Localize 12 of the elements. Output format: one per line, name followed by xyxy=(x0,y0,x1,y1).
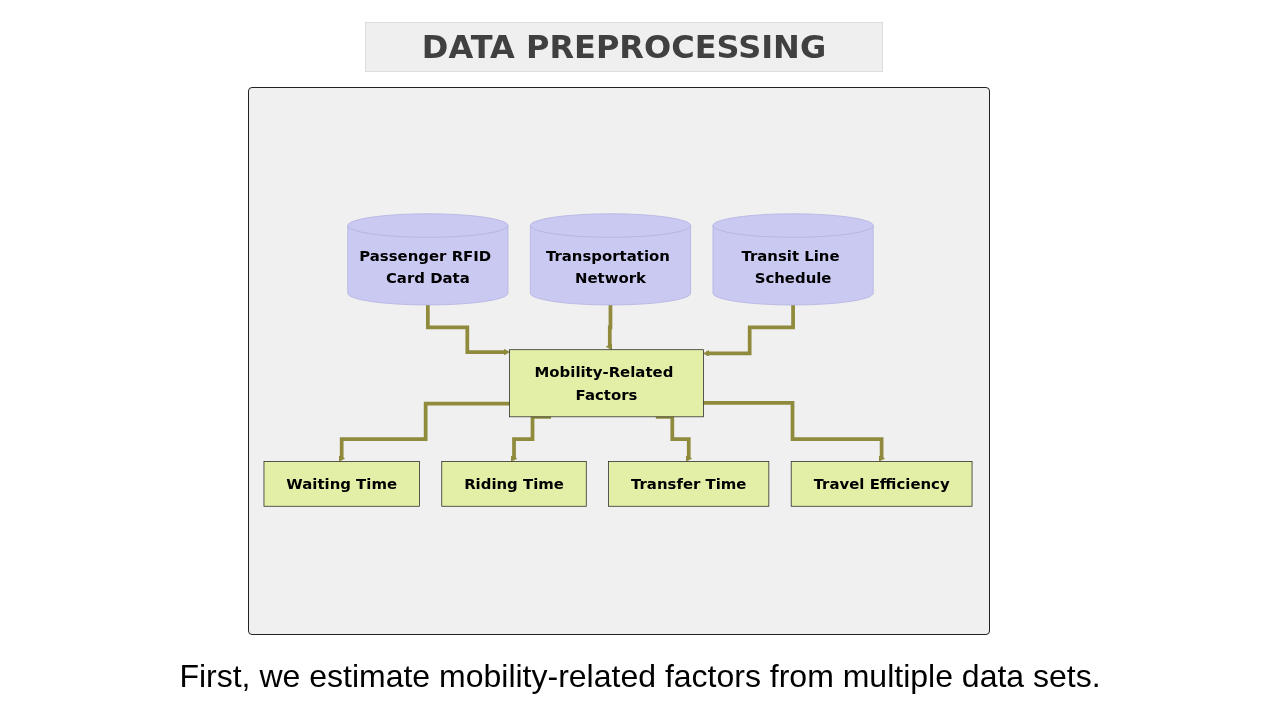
node-box: Waiting Time xyxy=(263,461,420,507)
node-box: Mobility-Related Factors xyxy=(509,349,704,418)
arrow xyxy=(426,303,511,356)
arrow xyxy=(703,401,885,462)
node-box: Riding Time xyxy=(441,461,587,507)
arrow xyxy=(605,303,613,351)
node-box: Travel Efficiency xyxy=(790,461,973,507)
caption: First, we estimate mobility-related factors from multiple data sets. xyxy=(178,658,1102,695)
title: DATA PREPROCESSING xyxy=(365,22,883,72)
node-box: Transfer Time xyxy=(608,461,770,507)
arrow xyxy=(338,401,510,462)
arrow xyxy=(703,303,795,357)
